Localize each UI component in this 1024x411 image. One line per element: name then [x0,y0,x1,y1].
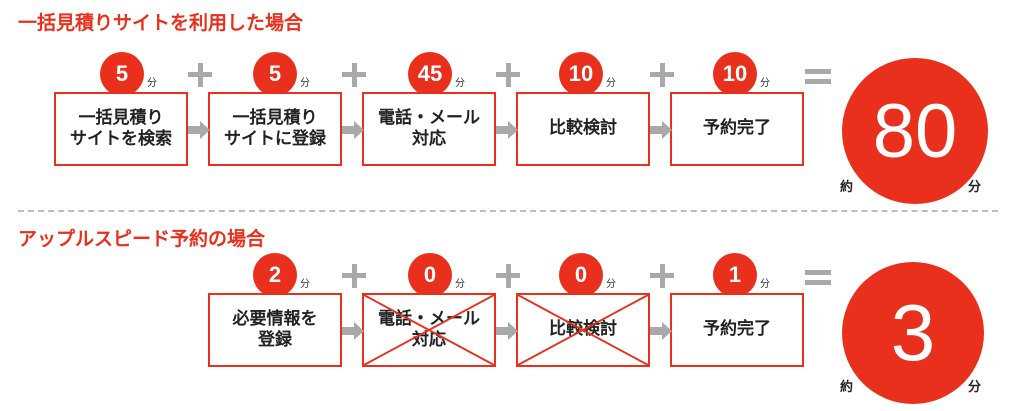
minutes-unit: 分 [147,78,157,89]
arrow-right-icon [496,121,518,139]
step-box: 予約完了 [670,293,804,367]
minutes-badge: 5 [100,52,144,96]
arrow-right-icon [650,322,672,340]
step-label: 予約完了 [703,118,771,139]
arrow-right-icon [650,121,672,139]
arrow-right-icon [342,121,364,139]
plus-icon [188,63,212,87]
plus-icon [342,264,366,288]
arrow-right-icon [188,121,210,139]
step-box: 電話・メール 対応 [362,92,496,166]
step-box: 必要情報を 登録 [208,293,342,367]
minutes-unit: 分 [300,279,310,290]
equals-icon [805,267,831,287]
minutes-unit: 分 [606,78,616,89]
equals-icon [805,66,831,86]
section-title-bulk: 一括見積りサイトを利用した場合 [18,12,304,34]
step-box: 予約完了 [670,92,804,166]
total-circle: 80 [842,58,988,204]
minutes-unit: 分 [606,279,616,290]
step-label: 予約完了 [703,319,771,340]
step-label: 一括見積り サイトに登録 [224,107,326,149]
minutes-badge: 1 [713,253,757,297]
plus-icon [650,264,674,288]
step-box: 比較検討 [516,92,650,166]
minutes-unit: 分 [455,78,465,89]
total-circle: 3 [842,262,984,404]
total-value: 3 [890,288,936,377]
plus-icon [342,63,366,87]
step-box: 一括見積り サイトに登録 [208,92,342,166]
minutes-badge: 0 [408,253,452,297]
step-label: 必要情報を 登録 [232,308,318,350]
minutes-unit: 分 [760,78,770,89]
approx-label: 約 [840,380,854,395]
approx-label: 約 [840,180,854,195]
minutes-badge: 10 [559,52,603,96]
total-unit: 分 [968,380,982,395]
minutes-unit: 分 [300,78,310,89]
arrow-right-icon [342,322,364,340]
minutes-badge: 10 [713,52,757,96]
minutes-unit: 分 [760,279,770,290]
arrow-right-icon [496,322,518,340]
minutes-unit: 分 [455,279,465,290]
plus-icon [496,264,520,288]
plus-icon [496,63,520,87]
minutes-badge: 2 [253,253,297,297]
step-label: 電話・メール 対応 [378,107,480,149]
plus-icon [650,63,674,87]
step-box: 一括見積り サイトを検索 [54,92,188,166]
minutes-badge: 5 [253,52,297,96]
section-divider [18,210,998,212]
cross-out-icon [518,295,648,365]
cross-out-icon [364,295,494,365]
minutes-badge: 45 [408,52,452,96]
step-label: 比較検討 [549,118,617,139]
step-box-crossed: 比較検討 [516,293,650,367]
total-value: 80 [872,88,958,174]
step-box-crossed: 電話・メール 対応 [362,293,496,367]
total-unit: 分 [968,180,982,195]
minutes-badge: 0 [559,253,603,297]
section-title-apple: アップルスピード予約の場合 [18,228,266,250]
step-label: 一括見積り サイトを検索 [70,107,172,149]
